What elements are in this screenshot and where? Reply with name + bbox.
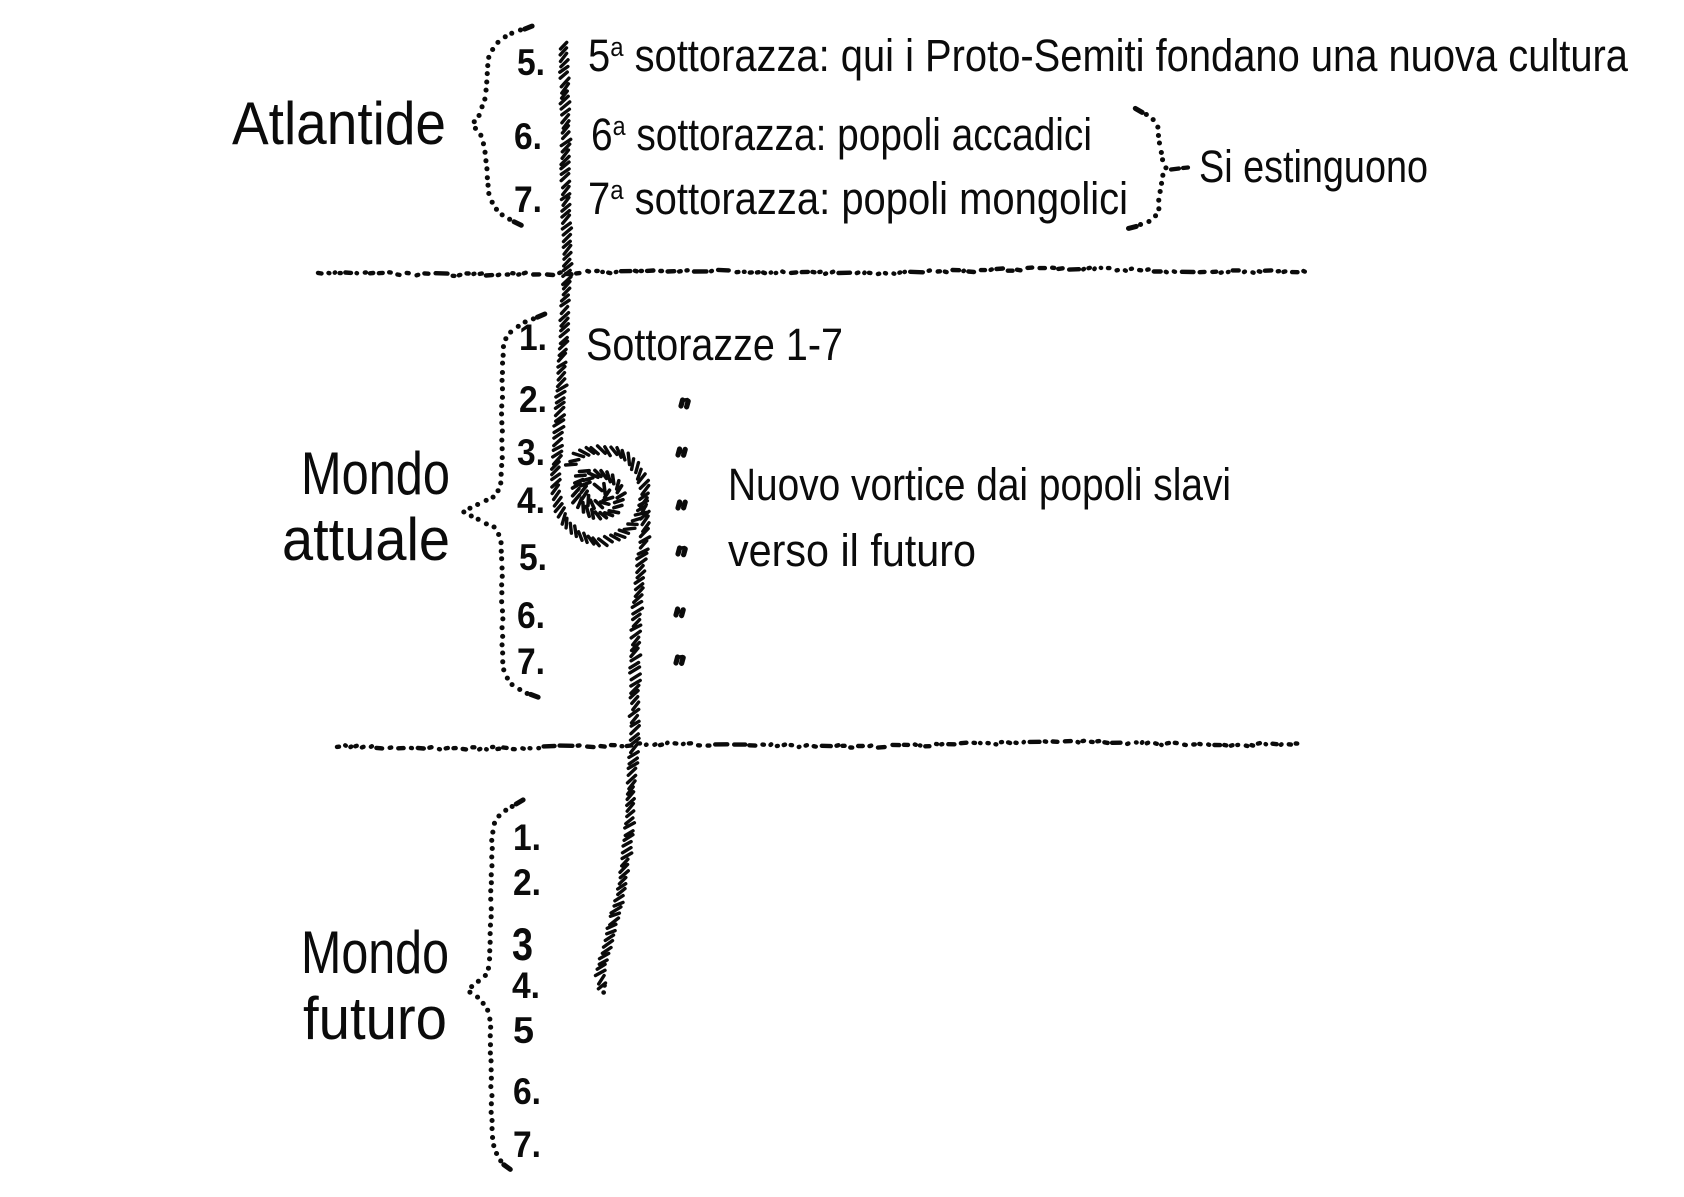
svg-text:Si estinguono: Si estinguono <box>1199 141 1428 192</box>
svg-text:5a sottorazza: qui i Proto-Sem: 5a sottorazza: qui i Proto-Semiti fondan… <box>588 30 1629 81</box>
svg-text:attuale: attuale <box>282 506 450 573</box>
svg-text:5.: 5. <box>517 42 545 83</box>
svg-text:3: 3 <box>512 919 533 970</box>
svg-text:6.: 6. <box>513 1071 541 1112</box>
svg-text:Mondo: Mondo <box>301 919 449 986</box>
svg-text:2.: 2. <box>513 862 541 903</box>
svg-text:Mondo: Mondo <box>301 440 450 507</box>
svg-text:7a sottorazza: popoli mongolic: 7a sottorazza: popoli mongolici <box>588 173 1128 224</box>
svg-text:2.: 2. <box>519 379 547 420</box>
svg-text:6.: 6. <box>517 595 545 636</box>
svg-text:4.: 4. <box>517 480 545 521</box>
svg-text:7.: 7. <box>513 1124 541 1165</box>
svg-text:Atlantide: Atlantide <box>232 90 446 157</box>
svg-text:4.: 4. <box>512 965 540 1006</box>
svg-text:7.: 7. <box>514 179 542 220</box>
svg-text:1.: 1. <box>513 817 541 858</box>
svg-text:Sottorazze 1-7: Sottorazze 1-7 <box>586 319 843 370</box>
svg-text:3.: 3. <box>517 432 545 473</box>
svg-text:verso il futuro: verso il futuro <box>728 525 976 576</box>
svg-text:6a sottorazza: popoli accadici: 6a sottorazza: popoli accadici <box>591 109 1092 160</box>
svg-text:5.: 5. <box>519 537 547 578</box>
svg-text:1.: 1. <box>519 317 547 358</box>
svg-text:futuro: futuro <box>303 985 447 1052</box>
svg-text:7.: 7. <box>517 641 545 682</box>
svg-text:6.: 6. <box>514 116 542 157</box>
svg-text:5: 5 <box>513 1010 534 1051</box>
svg-text:Nuovo vortice dai popoli slavi: Nuovo vortice dai popoli slavi <box>728 459 1231 510</box>
